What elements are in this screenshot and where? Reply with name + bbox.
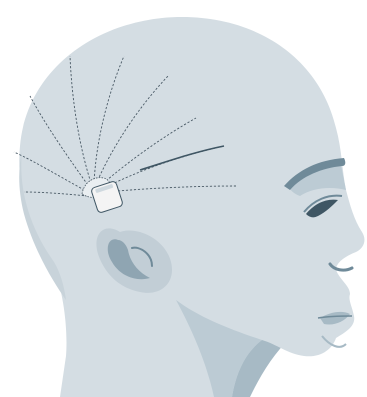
head-silhouette xyxy=(19,17,364,397)
